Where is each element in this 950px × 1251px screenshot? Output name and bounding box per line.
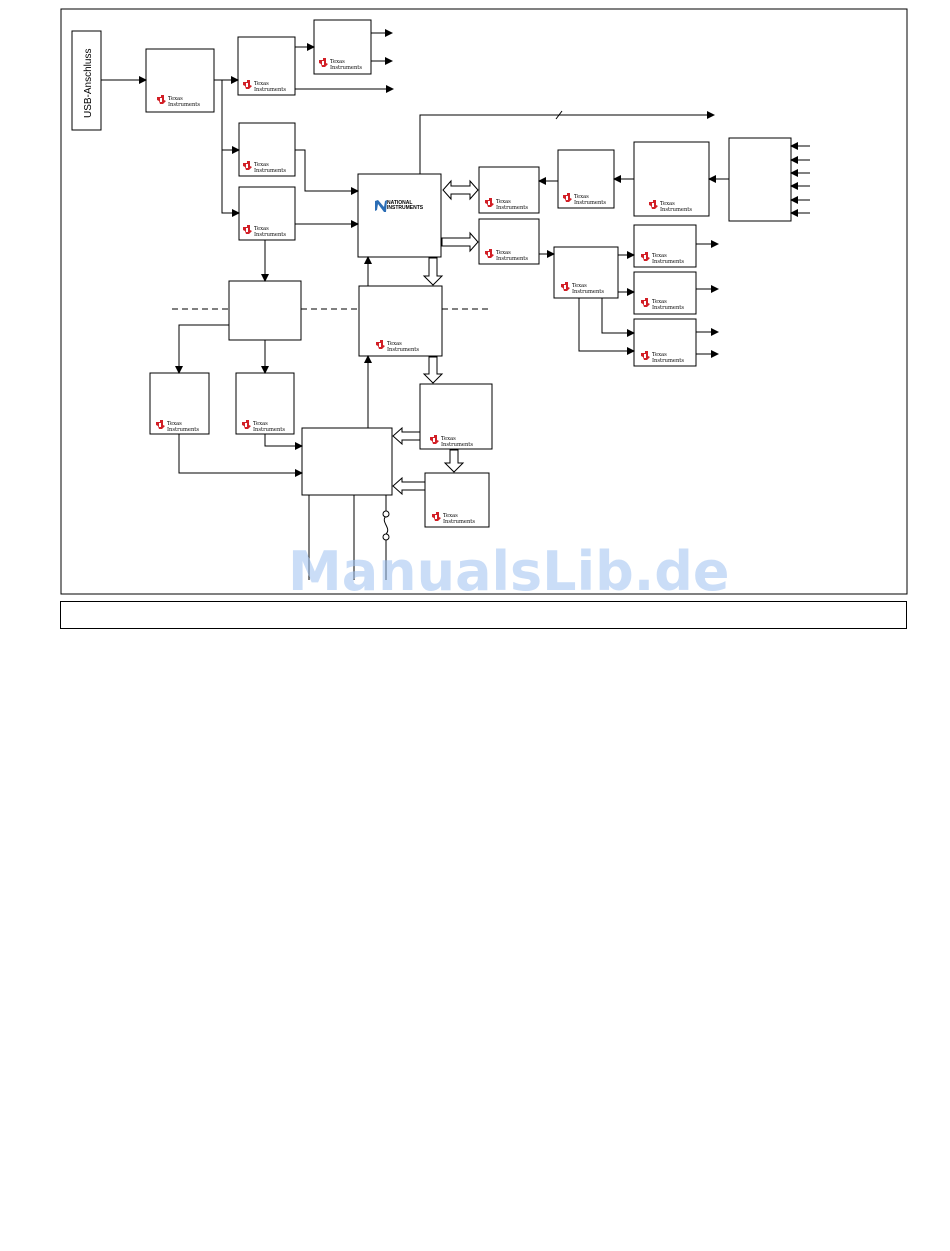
svg-text:Instruments: Instruments bbox=[254, 87, 286, 93]
ti-logo-icon-15: Texas Instruments bbox=[156, 420, 199, 433]
svg-text:Texas: Texas bbox=[496, 199, 511, 205]
svg-text:Texas: Texas bbox=[660, 201, 675, 207]
block-isolated-controller bbox=[358, 285, 443, 357]
svg-text:NATIONAL: NATIONAL bbox=[387, 200, 412, 206]
svg-text:Texas: Texas bbox=[652, 253, 667, 259]
svg-text:Texas: Texas bbox=[254, 162, 269, 168]
svg-text:Instruments: Instruments bbox=[660, 207, 692, 213]
svg-text:Instruments: Instruments bbox=[496, 205, 528, 211]
svg-text:Instruments: Instruments bbox=[441, 442, 473, 448]
svg-text:Instruments: Instruments bbox=[443, 519, 475, 525]
svg-text:Texas: Texas bbox=[441, 436, 456, 442]
ti-logo-icon-1: Texas Instruments bbox=[157, 95, 200, 108]
block-output-2 bbox=[633, 271, 697, 315]
usb-port-label: USB-Anschluss bbox=[83, 49, 94, 118]
svg-text:Instruments: Instruments bbox=[167, 427, 199, 433]
ti-logo-icon-2: Texas Instruments bbox=[243, 80, 286, 93]
block-diagram: USB-Anschluss bbox=[60, 8, 908, 595]
svg-text:Texas: Texas bbox=[254, 226, 269, 232]
svg-text:Instruments: Instruments bbox=[496, 256, 528, 262]
svg-text:Texas: Texas bbox=[253, 421, 268, 427]
ti-logo-icon-16: Texas Instruments bbox=[242, 420, 285, 433]
svg-text:Texas: Texas bbox=[572, 283, 587, 289]
figure-caption-box bbox=[60, 601, 907, 629]
block-input-connector bbox=[728, 137, 792, 222]
block-ni-controller bbox=[357, 173, 442, 258]
svg-text:Instruments: Instruments bbox=[253, 427, 285, 433]
svg-text:Texas: Texas bbox=[387, 341, 402, 347]
ti-logo-icon-3: Texas Instruments bbox=[319, 58, 362, 71]
ti-logo-icon-5: Texas Instruments bbox=[243, 225, 286, 238]
ti-logo-icon-13: Texas Instruments bbox=[641, 351, 684, 364]
svg-text:Texas: Texas bbox=[330, 59, 345, 65]
diagram-frame bbox=[60, 8, 908, 595]
block-power-input bbox=[145, 48, 215, 113]
block-regulator-1 bbox=[237, 36, 296, 96]
ti-logo-icon-6: Texas Instruments bbox=[485, 198, 528, 211]
ti-logo-icon-12: Texas Instruments bbox=[641, 298, 684, 311]
ti-logo-icon-9: Texas Instruments bbox=[649, 200, 692, 213]
ni-logo-icon: NATIONAL INSTRUMENTS bbox=[375, 200, 424, 212]
block-isolation bbox=[228, 280, 302, 341]
ti-logo-icon-7: Texas Instruments bbox=[485, 249, 528, 262]
svg-text:Instruments: Instruments bbox=[574, 200, 606, 206]
terminal-bottom bbox=[382, 533, 390, 541]
block-isolated-dac bbox=[424, 472, 490, 528]
svg-text:Texas: Texas bbox=[496, 250, 511, 256]
svg-text:Instruments: Instruments bbox=[652, 259, 684, 265]
svg-text:Texas: Texas bbox=[443, 513, 458, 519]
svg-text:Instruments: Instruments bbox=[330, 65, 362, 71]
svg-text:Texas: Texas bbox=[254, 81, 269, 87]
ti-logo-icon-17: Texas Instruments bbox=[430, 435, 473, 448]
connection-lines bbox=[101, 29, 810, 580]
terminal-top bbox=[382, 510, 390, 518]
svg-text:Instruments: Instruments bbox=[652, 358, 684, 364]
svg-text:Instruments: Instruments bbox=[168, 102, 200, 108]
ti-logo-icon-4: Texas Instruments bbox=[243, 161, 286, 174]
block-amplifier bbox=[633, 141, 710, 217]
svg-text:Instruments: Instruments bbox=[387, 347, 419, 353]
svg-text:Instruments: Instruments bbox=[572, 289, 604, 295]
ti-logo-icon-10: Texas Instruments bbox=[561, 282, 604, 295]
svg-text:Texas: Texas bbox=[167, 421, 182, 427]
svg-text:Instruments: Instruments bbox=[254, 232, 286, 238]
svg-text:Instruments: Instruments bbox=[652, 305, 684, 311]
svg-text:Texas: Texas bbox=[652, 352, 667, 358]
ti-logo-icon-14: Texas Instruments bbox=[376, 340, 419, 353]
ti-logo-icon-18: Texas Instruments bbox=[432, 512, 475, 525]
svg-text:Texas: Texas bbox=[574, 194, 589, 200]
svg-text:INSTRUMENTS: INSTRUMENTS bbox=[387, 205, 424, 211]
svg-text:Instruments: Instruments bbox=[254, 168, 286, 174]
svg-text:Texas: Texas bbox=[652, 299, 667, 305]
ti-logo-icon-8: Texas Instruments bbox=[563, 193, 606, 206]
usb-port-block: USB-Anschluss bbox=[71, 30, 102, 131]
block-measurement-core bbox=[301, 427, 393, 496]
ti-logo-icon-11: Texas Instruments bbox=[641, 252, 684, 265]
svg-text:Texas: Texas bbox=[168, 96, 183, 102]
bus-arrows bbox=[392, 179, 479, 496]
